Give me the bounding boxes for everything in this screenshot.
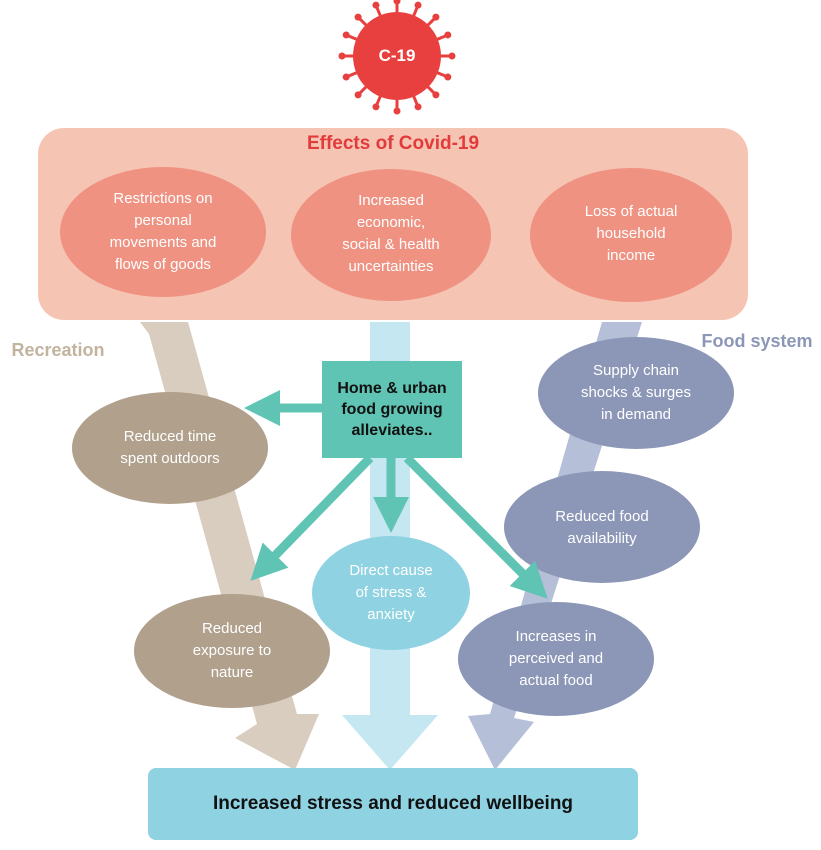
virus-spike-tip — [432, 13, 440, 21]
food-node-supply-chain — [538, 337, 734, 449]
teal-arrows — [244, 390, 548, 599]
virus-spike-tip — [338, 52, 346, 60]
arrow-to-perceived — [403, 454, 548, 599]
virus-spike-tip — [414, 1, 422, 9]
virus-spike-tip — [393, 107, 401, 115]
virus-spike-tip — [354, 91, 362, 99]
virus-spike — [411, 6, 419, 18]
virus-spike-tip — [393, 0, 401, 5]
virus-spike-tip — [342, 73, 350, 81]
virus-spike — [375, 6, 383, 18]
virus-spike-tip — [372, 103, 380, 111]
outcome-label: Increased stress and reduced wellbeing — [212, 793, 574, 814]
virus-spike — [435, 34, 447, 42]
effect-label-uncertainties: Increased economic, social & health unce… — [342, 192, 440, 275]
virus-spike — [358, 84, 369, 95]
virus-spike-tip — [342, 31, 350, 39]
recreation-node-outdoors — [72, 392, 268, 504]
effect-label-income: Loss of actual household income — [584, 203, 678, 264]
effect-circle-income — [530, 168, 732, 302]
food-system-title: Food system — [701, 330, 813, 351]
virus-spike-tip — [354, 13, 362, 21]
virus-label: C-19 — [378, 46, 416, 65]
virus-spike-tip — [414, 103, 422, 111]
food-label-perceived: Increases in perceived and actual food — [508, 628, 604, 689]
recreation-node-nature — [134, 594, 330, 708]
home-food-growing-label: Home & urban food growing alleviates.. — [337, 380, 447, 439]
effect-circle-uncertainties — [291, 169, 491, 301]
direct-cause-label: Direct cause of stress & anxiety — [349, 562, 433, 623]
direct-cause-node — [312, 536, 470, 650]
virus-spike-tip — [444, 31, 452, 39]
virus-spike — [358, 17, 369, 28]
virus-spike — [435, 70, 447, 78]
food-label-availability: Reduced food availability — [555, 508, 649, 547]
recreation-title: Recreation — [11, 339, 105, 360]
virus-spike — [347, 34, 359, 42]
virus-spike-tip — [444, 73, 452, 81]
virus-spike-tip — [448, 52, 456, 60]
effects-title: Effects of Covid-19 — [306, 133, 480, 154]
virus-spike — [425, 17, 436, 28]
effect-label-restrictions: Restrictions on personal movements and f… — [109, 190, 217, 273]
virus-spike-tip — [372, 1, 380, 9]
outcome-box — [148, 768, 638, 840]
virus-spike — [411, 94, 419, 106]
food-label-supply-chain: Supply chain shocks & surges in demand — [580, 362, 692, 423]
effect-circle-restrictions — [60, 167, 266, 297]
arrow-to-nature — [250, 454, 374, 581]
virus-spike — [347, 70, 359, 78]
virus-spike — [425, 84, 436, 95]
food-node-perceived — [458, 602, 654, 716]
virus-spike-tip — [432, 91, 440, 99]
virus-spike — [375, 94, 383, 106]
virus-icon — [338, 0, 456, 115]
food-node-availability — [504, 471, 700, 583]
home-food-growing-box — [322, 361, 462, 458]
recreation-label-nature: Reduced exposure to nature — [192, 620, 272, 681]
recreation-label-outdoors: Reduced time spent outdoors — [120, 428, 220, 467]
